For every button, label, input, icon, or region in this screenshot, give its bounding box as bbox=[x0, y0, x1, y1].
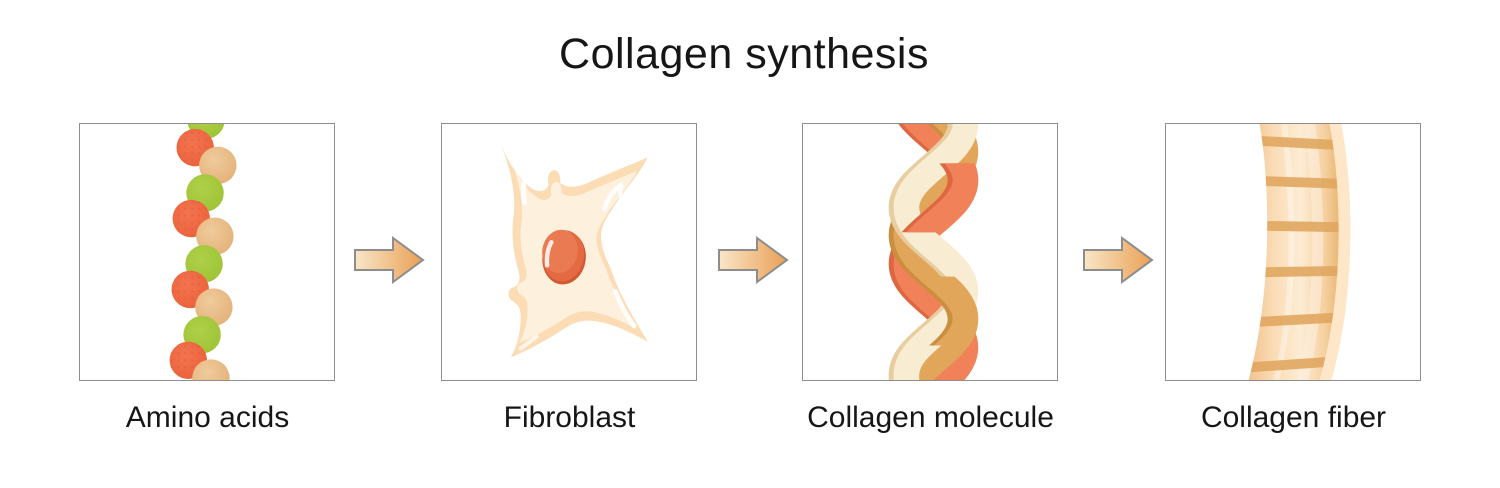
panel-collagen-fiber bbox=[1165, 123, 1421, 381]
arrow-right-icon bbox=[717, 234, 789, 286]
arrow-right-icon bbox=[353, 234, 425, 286]
page-title: Collagen synthesis bbox=[559, 30, 929, 78]
step-label-amino-acids: Amino acids bbox=[125, 401, 290, 434]
triple-helix-icon bbox=[803, 124, 1057, 380]
step-label-fibroblast: Fibroblast bbox=[503, 401, 636, 434]
panel-amino-acids bbox=[79, 123, 335, 381]
panel-collagen-molecule bbox=[802, 123, 1058, 381]
cell-nucleus bbox=[542, 229, 586, 285]
step-label-collagen-fiber: Collagen fiber bbox=[1200, 401, 1387, 434]
step-label-collagen-molecule: Collagen molecule bbox=[807, 401, 1054, 434]
panel-fibroblast bbox=[441, 123, 697, 381]
amino-acid-chain-icon bbox=[80, 124, 334, 380]
fibroblast-cell-icon bbox=[442, 124, 696, 380]
banded-fiber-icon bbox=[1166, 124, 1420, 380]
arrow-right-icon bbox=[1082, 234, 1154, 286]
